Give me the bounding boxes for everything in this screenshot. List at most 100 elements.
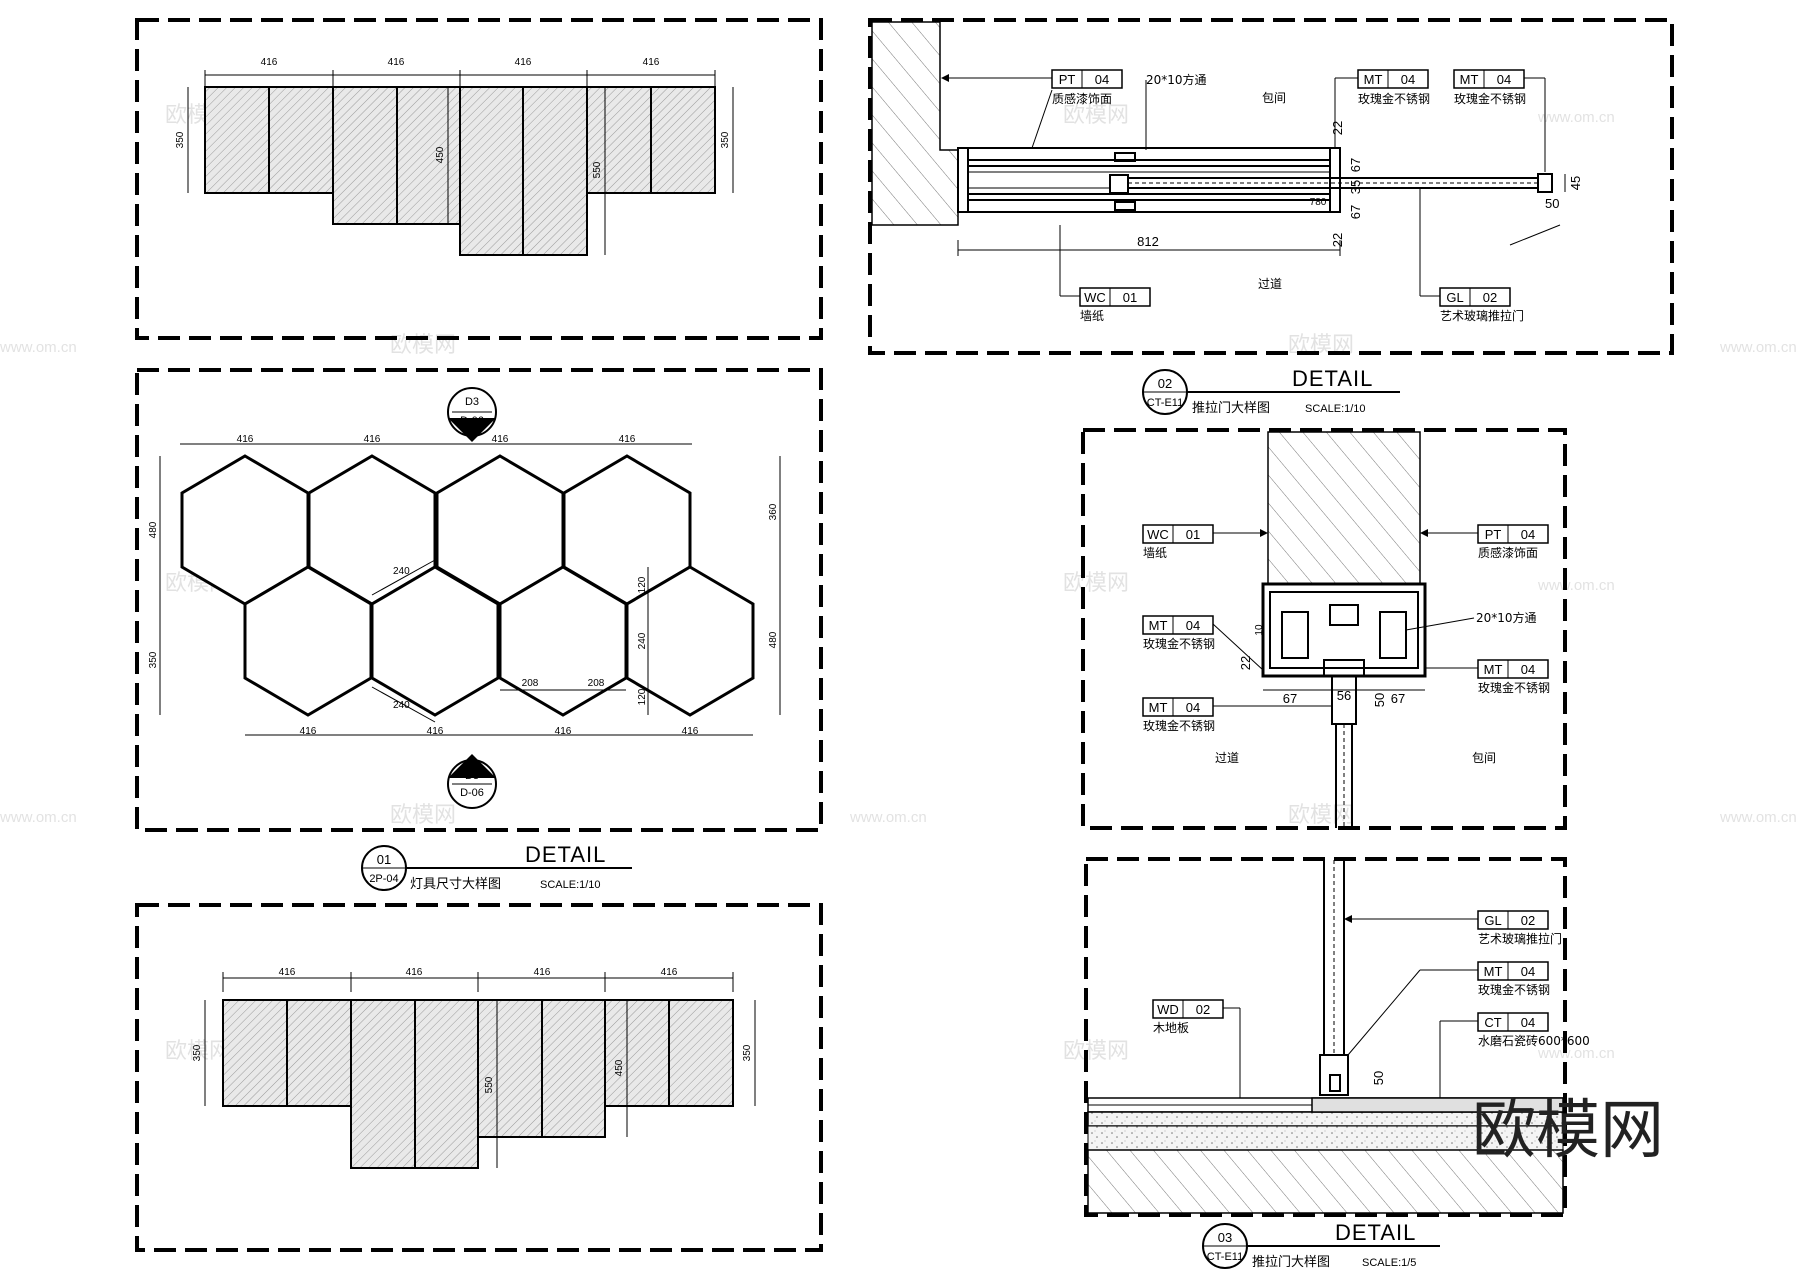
- dim-22: 22: [1330, 233, 1345, 247]
- tag-number: 02: [1521, 913, 1535, 928]
- dim-56: 56: [1337, 688, 1351, 703]
- dim-480: 480: [768, 631, 779, 648]
- dim-416: 416: [406, 967, 423, 978]
- tag-label: 玫瑰金不锈钢: [1478, 680, 1550, 695]
- watermark-url: www.om.cn: [849, 809, 927, 826]
- section-marker-bottom: D3 D-06: [447, 754, 497, 809]
- tag-code: MT: [1149, 618, 1168, 633]
- dim-416: 416: [492, 434, 509, 445]
- tag-code: MT: [1149, 700, 1168, 715]
- section-num: D3: [465, 770, 479, 782]
- dim-67: 67: [1391, 691, 1405, 706]
- dim-240: 240: [637, 632, 648, 649]
- dim-550: 550: [592, 161, 603, 178]
- title-name: 推拉门大样图: [1192, 401, 1270, 416]
- watermark-url: www.om.cn: [1537, 577, 1615, 594]
- panel-door-floor-section: GL 02 艺术玻璃推拉门 MT 04 玫瑰金不锈钢 CT 04 水磨石瓷砖60…: [1084, 857, 1590, 1217]
- dim-350: 350: [192, 1044, 203, 1061]
- panel-door-head-section: 67 56 67 10 22 50 WC 01 墙纸 MT 04 玫瑰金不锈钢 …: [1081, 428, 1567, 830]
- dim-350: 350: [175, 131, 186, 148]
- note-room: 包间: [1472, 751, 1496, 765]
- tag-code: WC: [1147, 527, 1169, 542]
- title-scale: SCALE:1/10: [540, 879, 601, 891]
- tag-label: 艺术玻璃推拉门: [1478, 931, 1562, 946]
- dim-240: 240: [393, 700, 410, 711]
- dim-416: 416: [682, 726, 699, 737]
- panel-sliding-door-plan: PT 04 质感漆饰面 20*10方通 包间 MT 04 玫瑰金不锈钢 MT 0…: [868, 18, 1674, 355]
- dim-416: 416: [534, 967, 551, 978]
- drawing-title-02: 02 CT-E11 DETAIL 推拉门大样图 SCALE:1/10: [1142, 366, 1400, 416]
- dim-550: 550: [484, 1076, 495, 1093]
- tag-label: 玫瑰金不锈钢: [1478, 982, 1550, 997]
- panel-light-plan-bottom: 416 416 416 416 350 550 450 350: [135, 903, 823, 1252]
- title-detail: DETAIL: [525, 842, 606, 867]
- tag-number: 04: [1521, 964, 1535, 979]
- tag-number: 04: [1521, 662, 1535, 677]
- watermark-url: www.om.cn: [1537, 109, 1615, 126]
- watermark-brand: 欧模网: [165, 1039, 231, 1064]
- tag-code: MT: [1484, 964, 1503, 979]
- panel-frame: [1084, 857, 1567, 1217]
- panel-frame: [135, 903, 823, 1252]
- dim-50: 50: [1371, 1071, 1386, 1085]
- note-room: 包间: [1262, 91, 1286, 105]
- tag-label: 玫瑰金不锈钢: [1358, 91, 1430, 106]
- section-marker-top: D3 D-06: [447, 387, 497, 442]
- dim-416: 416: [388, 57, 405, 68]
- dim-416: 416: [515, 57, 532, 68]
- note-corridor: 过道: [1258, 277, 1282, 291]
- tag-number: 01: [1123, 290, 1137, 305]
- watermark-brand: 欧模网: [1063, 571, 1129, 596]
- section-ref: D-06: [460, 787, 484, 799]
- dim-350: 350: [720, 131, 731, 148]
- dim-10: 10: [1254, 624, 1265, 636]
- panel-frame: [135, 368, 823, 832]
- panel-light-plan-top: 416 416 416 416 350 450 550 350: [135, 18, 823, 340]
- tag-label: 水磨石瓷砖600*600: [1478, 1033, 1590, 1048]
- tag-code: CT: [1484, 1015, 1501, 1030]
- tag-number: 01: [1186, 527, 1200, 542]
- dim-350: 350: [148, 651, 159, 668]
- tag-code: WC: [1084, 290, 1106, 305]
- tag-code: PT: [1059, 72, 1076, 87]
- tag-label: 玫瑰金不锈钢: [1143, 718, 1215, 733]
- drawing-title-01: 01 2P-04 DETAIL 灯具尺寸大样图 SCALE:1/10: [361, 842, 632, 892]
- dim-450: 450: [614, 1059, 625, 1076]
- dim-35: 35: [1348, 180, 1363, 194]
- title-name: 推拉门大样图: [1252, 1255, 1330, 1270]
- note-corridor: 过道: [1215, 751, 1239, 765]
- dim-120: 120: [637, 576, 648, 593]
- dim-360: 360: [768, 503, 779, 520]
- dim-416: 416: [555, 726, 572, 737]
- dim-22: 22: [1330, 121, 1345, 135]
- tag-number: 04: [1521, 1015, 1535, 1030]
- title-number: 03: [1218, 1230, 1232, 1245]
- dim-812: 812: [1137, 234, 1159, 249]
- tag-label: 墙纸: [1080, 309, 1104, 323]
- watermark-url: www.om.cn: [1719, 809, 1797, 826]
- panel-frame: [135, 18, 823, 340]
- dim-416: 416: [237, 434, 254, 445]
- tag-number: 04: [1186, 700, 1200, 715]
- tag-label: 质感漆饰面: [1478, 545, 1538, 560]
- tag-code: MT: [1460, 72, 1479, 87]
- title-ref: CT-E11: [1207, 1251, 1243, 1263]
- drawing-title-03: 03 CT-E11 DETAIL 推拉门大样图 SCALE:1/5: [1202, 1220, 1440, 1270]
- tag-label: 玫瑰金不锈钢: [1454, 91, 1526, 106]
- section-num: D3: [465, 396, 479, 408]
- title-ref: 2P-04: [369, 873, 398, 885]
- title-detail: DETAIL: [1335, 1220, 1416, 1245]
- title-detail: DETAIL: [1292, 366, 1373, 391]
- tag-code: WD: [1157, 1002, 1179, 1017]
- tag-code: MT: [1364, 72, 1383, 87]
- watermark-url: www.om.cn: [0, 809, 77, 826]
- dim-480: 480: [148, 521, 159, 538]
- watermark-url: www.om.cn: [1719, 339, 1797, 356]
- dim-120: 120: [637, 688, 648, 705]
- title-scale: SCALE:1/5: [1362, 1257, 1416, 1269]
- title-scale: SCALE:1/10: [1305, 403, 1366, 415]
- tag-number: 02: [1196, 1002, 1210, 1017]
- tag-label: 艺术玻璃推拉门: [1440, 308, 1524, 323]
- watermark-brand: 欧模网: [390, 803, 456, 828]
- dim-208: 208: [522, 678, 539, 689]
